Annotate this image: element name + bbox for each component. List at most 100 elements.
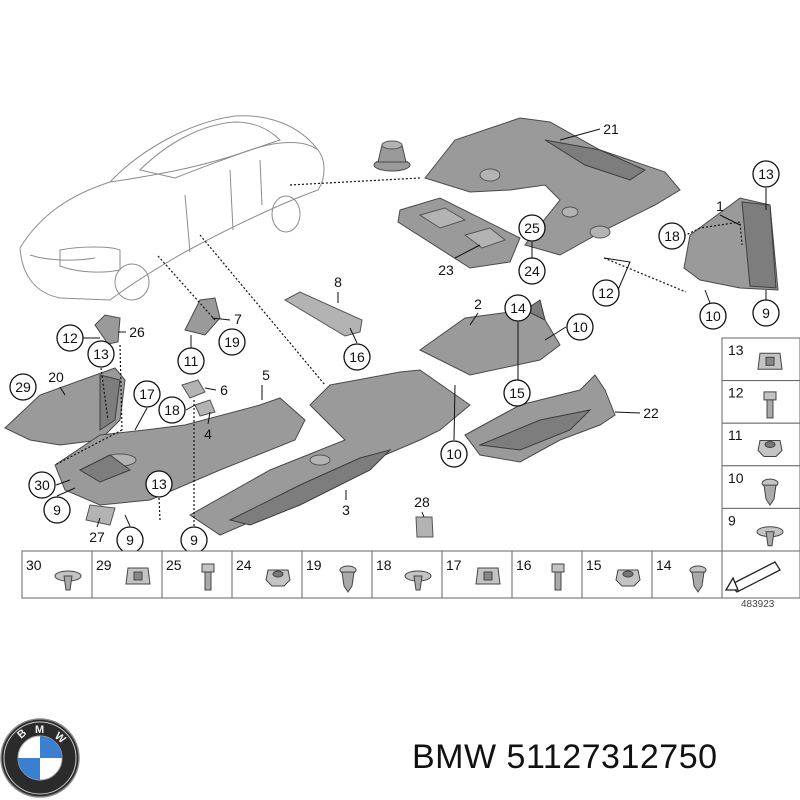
fastener-icon: [201, 563, 215, 591]
part-28-pad: [415, 516, 434, 538]
callout-c29a: 29: [9, 373, 37, 401]
part-grommet: [373, 140, 411, 172]
callout-c18b: 18: [158, 396, 186, 424]
direction-arrow-icon: [721, 550, 800, 599]
callout-circle: [566, 313, 594, 341]
bottom-legend-cell: 17: [441, 550, 513, 599]
reference-number: 483923: [741, 599, 775, 610]
part-number-caption: BMW 51127312750: [412, 738, 718, 776]
bottom-legend-label: 14: [656, 557, 672, 573]
callout-c13a: 13: [752, 160, 780, 188]
part-2-panel: [419, 299, 561, 376]
callout-c17a: 17: [133, 380, 161, 408]
callout-label: 21: [603, 121, 619, 137]
callout-circle: [752, 160, 780, 188]
bottom-legend-label: 19: [306, 557, 322, 573]
callout-c3: 3: [342, 502, 350, 518]
callout-c15a: 15: [503, 379, 531, 407]
fastener-icon: [689, 565, 707, 593]
callout-c12a: 12: [592, 279, 620, 307]
callout-c16a: 16: [343, 343, 371, 371]
callout-c9b: 9: [43, 496, 71, 524]
bottom-legend-cell: 25: [161, 550, 233, 599]
bottom-legend-cell: 19: [301, 550, 373, 599]
side-legend-cell: 11: [721, 422, 800, 467]
callout-c12b: 12: [56, 324, 84, 352]
bottom-legend-cell: 16: [511, 550, 583, 599]
callout-c9c: 9: [116, 526, 144, 554]
callout-c1: 1: [716, 198, 724, 214]
car-outline: [19, 115, 325, 301]
callout-circle: [592, 279, 620, 307]
callout-c20: 20: [48, 369, 64, 385]
callout-c28: 28: [414, 494, 430, 510]
callout-c10b: 10: [566, 313, 594, 341]
callout-c10c: 10: [440, 440, 468, 468]
bottom-legend-cell: 18: [371, 550, 443, 599]
part-26-clip: [94, 314, 121, 345]
callout-label: 25: [524, 220, 540, 236]
callout-label: 28: [414, 494, 430, 510]
bottom-legend-label: 24: [236, 557, 252, 573]
callout-label: 5: [262, 367, 270, 383]
callout-circle: [518, 214, 546, 242]
bottom-legend-label: 16: [516, 557, 532, 573]
callout-circle: [343, 343, 371, 371]
bottom-legend-label: 18: [376, 557, 392, 573]
fastener-icon: [757, 352, 783, 370]
callout-label: 10: [446, 446, 462, 462]
callout-label: 13: [758, 166, 774, 182]
callout-label: 30: [34, 477, 50, 493]
callout-c21: 21: [603, 121, 619, 137]
callout-circle: [518, 257, 546, 285]
part-21-rear-underbody-panel: [424, 117, 681, 256]
callout-c2: 2: [474, 296, 482, 312]
callout-c14a: 14: [504, 294, 532, 322]
part-27-pad: [85, 504, 116, 526]
callout-circle: [699, 302, 727, 330]
callout-c11a: 11: [177, 347, 205, 375]
fastener-icon: [756, 526, 784, 547]
part-22-rear-side-panel: [464, 374, 616, 463]
bottom-legend-cell: 29: [91, 550, 163, 599]
callout-label: 17: [139, 386, 155, 402]
bottom-legend-cell: 24: [231, 550, 303, 599]
callout-circle: [658, 222, 686, 250]
bottom-legend-label: 25: [166, 557, 182, 573]
callout-label: 19: [224, 334, 240, 350]
bottom-legend-label: 15: [586, 557, 602, 573]
callout-c24a: 24: [518, 257, 546, 285]
callout-label: 2: [474, 296, 482, 312]
leader-lines: [54, 128, 767, 528]
callout-c22: 22: [643, 405, 659, 421]
fastener-icon: [404, 570, 432, 591]
callout-label: 12: [62, 330, 78, 346]
callout-circle: [87, 340, 115, 368]
callout-c5: 5: [262, 367, 270, 383]
callout-circle: [133, 380, 161, 408]
callout-label: 13: [151, 476, 167, 492]
callout-c25a: 25: [518, 214, 546, 242]
part-3-center-underbody-panel: [189, 369, 471, 536]
callout-circle: [440, 440, 468, 468]
bottom-legend-cell: 30: [21, 550, 93, 599]
callout-c8: 8: [334, 274, 342, 290]
callout-circle: [177, 347, 205, 375]
callout-label: 10: [572, 319, 588, 335]
callout-c9a: 9: [752, 299, 780, 327]
svg-text:M: M: [35, 724, 44, 736]
fastener-icon: [265, 569, 291, 587]
side-legend-label: 9: [728, 512, 736, 528]
bottom-legend-cell: 15: [581, 550, 653, 599]
part-5-front-panel: [54, 397, 306, 506]
fastener-icon: [615, 569, 641, 587]
callout-label: 3: [342, 502, 350, 518]
callout-label: 9: [762, 305, 770, 321]
callout-c18a: 18: [658, 222, 686, 250]
callout-label: 16: [349, 349, 365, 365]
callout-circle: [9, 373, 37, 401]
callout-c4: 4: [204, 426, 212, 442]
